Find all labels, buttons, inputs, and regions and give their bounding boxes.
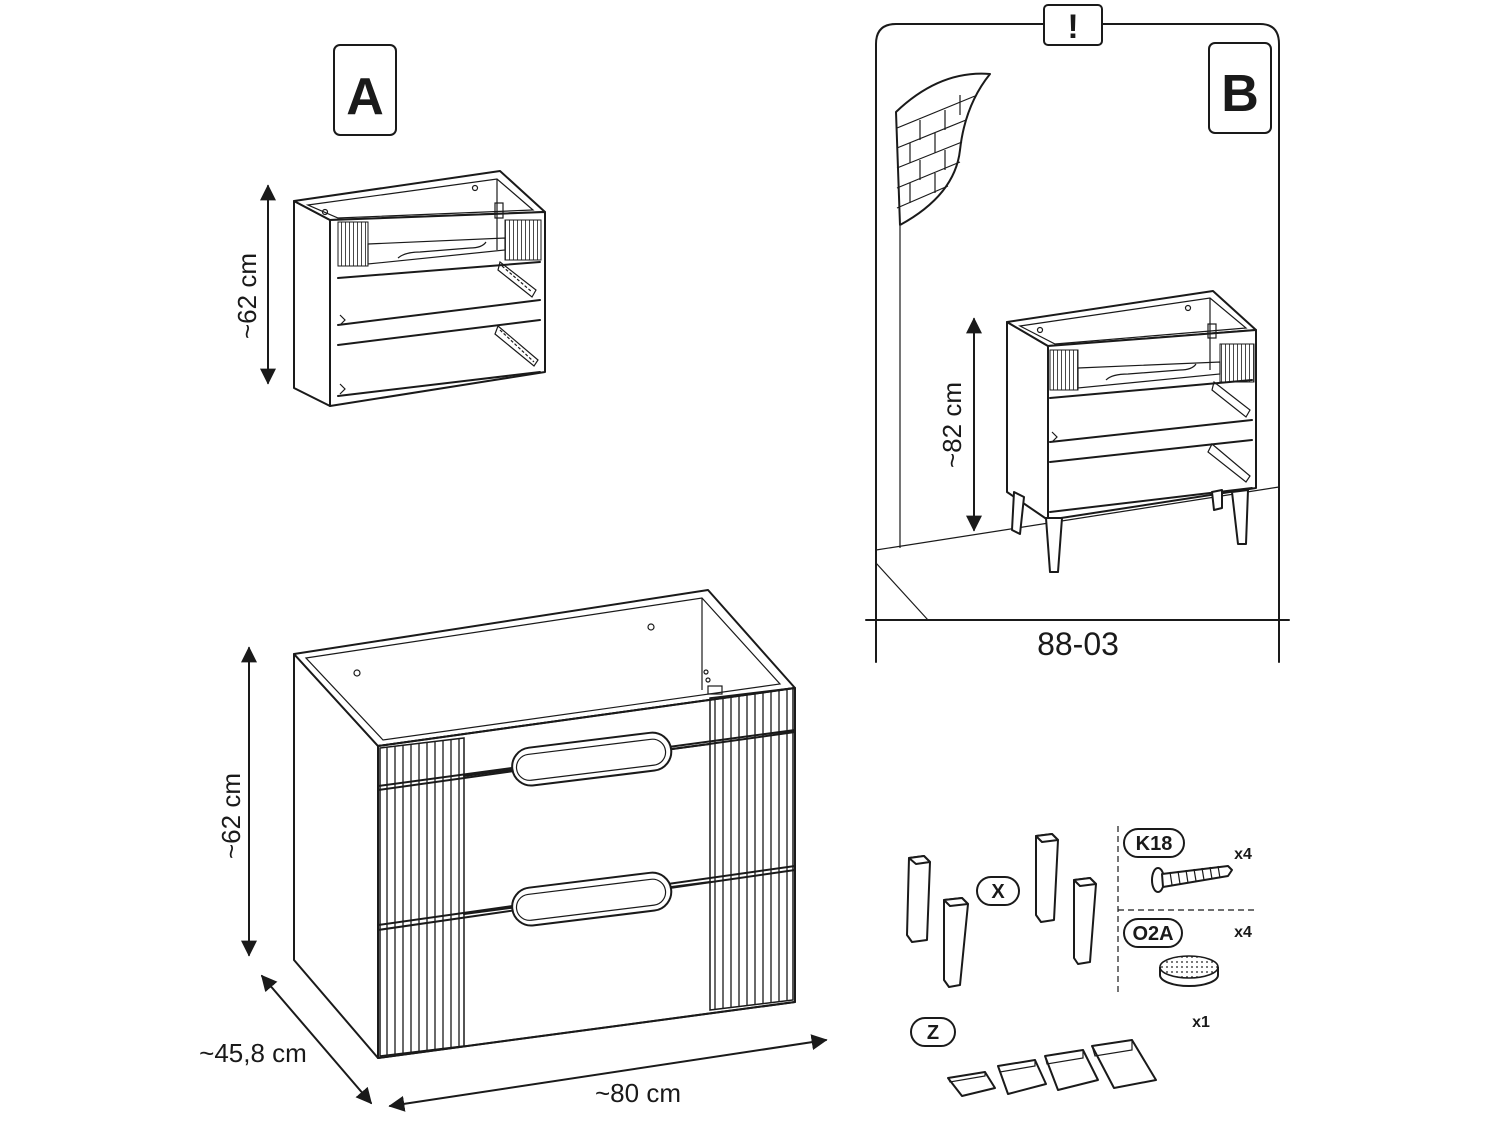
screw-code: K18 [1123, 828, 1185, 858]
variant-a-height-dimension: ~62 cm [232, 184, 276, 385]
screw-part [1151, 865, 1233, 893]
svg-text:A: A [346, 68, 384, 126]
variant-a-cabinet [293, 170, 546, 407]
wedge-quantity: x1 [1192, 1014, 1210, 1031]
main-depth-dimension: ~45,8 cm [199, 974, 373, 1105]
pad-part [1159, 955, 1219, 987]
svg-text:!: ! [1067, 8, 1078, 46]
svg-text:O2A: O2A [1132, 923, 1173, 945]
svg-text:K18: K18 [1136, 833, 1173, 855]
pad-quantity: x4 [1234, 924, 1252, 941]
main-height-dimension: ~62 cm [216, 646, 257, 957]
legs-part [906, 833, 1097, 988]
svg-text:~45,8 cm: ~45,8 cm [199, 1038, 307, 1068]
svg-text:Z: Z [927, 1022, 939, 1044]
screw-quantity: x4 [1234, 846, 1252, 863]
main-cabinet [293, 589, 796, 1059]
main-width-dimension: ~80 cm [388, 1034, 828, 1112]
model-code: 88-03 [1037, 626, 1119, 662]
svg-text:~62 cm: ~62 cm [232, 253, 262, 339]
wedge-code: Z [910, 1017, 956, 1047]
warning-label: ! [1043, 4, 1103, 46]
legs-code: X [976, 876, 1020, 906]
svg-text:~62 cm: ~62 cm [216, 773, 246, 859]
variant-b-label: B [1208, 42, 1272, 134]
svg-text:~82 cm: ~82 cm [937, 382, 967, 468]
pad-code: O2A [1123, 918, 1183, 948]
svg-text:B: B [1221, 65, 1259, 123]
variant-a-label: A [333, 44, 397, 136]
svg-text:X: X [991, 881, 1005, 903]
wedges-part [947, 1039, 1157, 1097]
variant-b-height-dimension: ~82 cm [937, 317, 982, 532]
svg-text:~80 cm: ~80 cm [595, 1078, 681, 1108]
variant-b-cabinet [1006, 290, 1257, 573]
